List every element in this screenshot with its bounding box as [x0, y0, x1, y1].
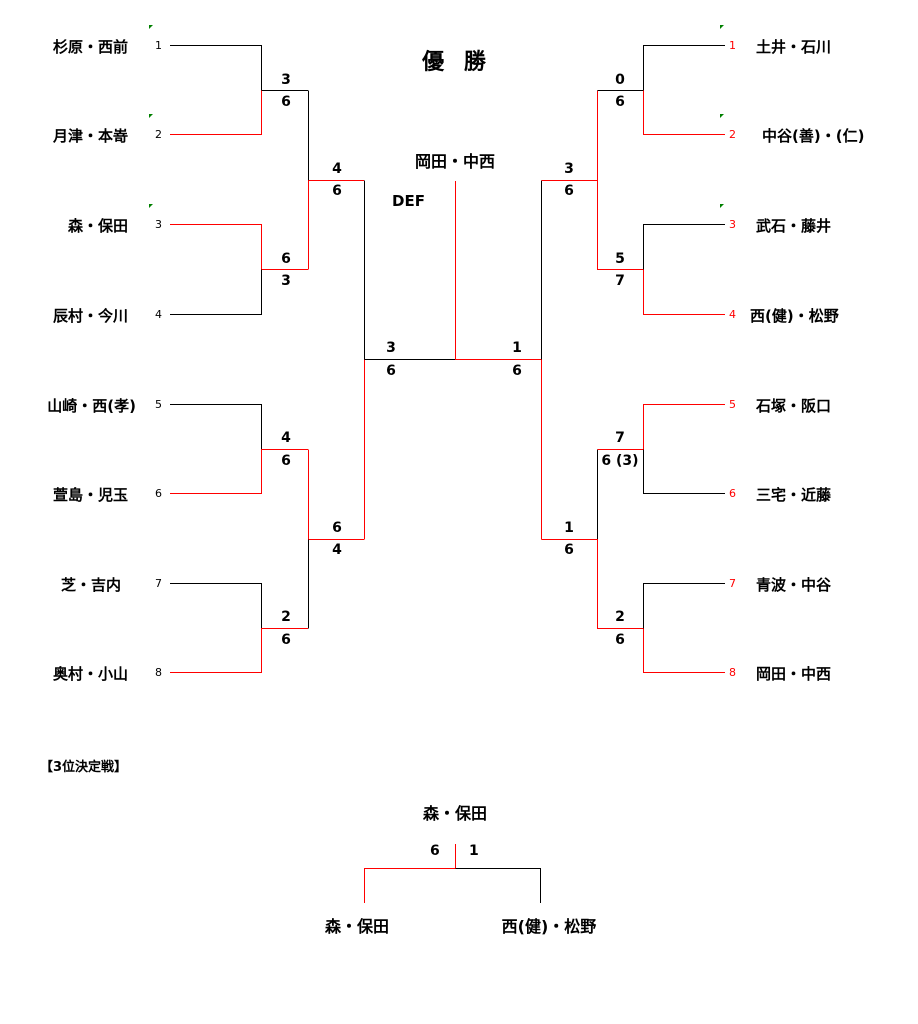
left-seed: 1 [155, 39, 162, 52]
green-corner-marker [149, 25, 153, 29]
line [597, 404, 725, 450]
line [643, 45, 725, 91]
line [643, 583, 725, 629]
third-place-winner: 森・保田 [422, 804, 488, 823]
left-seed: 8 [155, 666, 162, 679]
line [308, 180, 364, 270]
left-seed: 2 [155, 128, 162, 141]
line [170, 45, 308, 91]
score-bottom: 6 [281, 453, 291, 469]
right-seed: 5 [729, 398, 736, 411]
score-top: 7 [615, 430, 625, 446]
third-place-left-team: 森・保田 [324, 917, 390, 936]
third-place-right-score: 1 [469, 843, 479, 859]
score-top: 0 [615, 72, 625, 88]
third-place-right-team: 西(健)・松野 [501, 917, 597, 936]
right-team-name: 西(健)・松野 [750, 307, 839, 325]
score-bottom: 6 [564, 542, 574, 558]
def-label: DEF [392, 192, 425, 210]
right-seed: 1 [729, 39, 736, 52]
left-seed: 7 [155, 577, 162, 590]
green-corner-marker [149, 114, 153, 118]
score-bottom: 6 [615, 632, 625, 648]
score-top: 3 [564, 161, 574, 177]
score-bottom: 6 [332, 183, 342, 199]
line [643, 224, 725, 270]
right-team-name: 石塚・阪口 [756, 397, 832, 415]
line [170, 583, 262, 629]
line [643, 628, 725, 673]
score-bottom: 6 [512, 363, 522, 379]
score-bottom: 4 [332, 542, 342, 558]
right-team-name: 青波・中谷 [756, 576, 832, 594]
green-corner-marker [720, 204, 724, 208]
score-top: 5 [615, 251, 625, 267]
line [170, 628, 308, 673]
score-top: 2 [615, 609, 625, 625]
right-team-name: 岡田・中西 [756, 665, 832, 683]
score-top: 2 [281, 609, 291, 625]
left-team-name: 芝・吉内 [60, 576, 121, 594]
score-bottom: 6 [615, 94, 625, 110]
right-seed: 3 [729, 218, 736, 231]
score-bottom: 3 [281, 273, 291, 289]
score-bottom: 6 [281, 94, 291, 110]
score-top: 3 [386, 340, 396, 356]
score-top: 4 [281, 430, 291, 446]
champion-name: 岡田・中西 [414, 152, 496, 171]
section-heading: 【3位決定戦】 [40, 760, 128, 775]
right-seed: 4 [729, 308, 736, 321]
left-team-name: 辰村・今川 [52, 307, 128, 325]
left-team-name: 森・保田 [67, 217, 128, 235]
left-team-name: 萱島・児玉 [52, 486, 128, 504]
line [597, 180, 643, 270]
left-team-name: 奥村・小山 [52, 665, 128, 683]
left-team-name: 杉原・西前 [52, 38, 128, 56]
line [455, 868, 541, 903]
left-team-name: 山崎・西(孝) [47, 397, 136, 415]
right-team-name: 三宅・近藤 [756, 486, 832, 504]
score-top: 1 [564, 520, 574, 536]
line [170, 449, 308, 494]
right-team-name: 土井・石川 [756, 38, 832, 56]
line [643, 269, 725, 315]
right-team-name: 武石・藤井 [756, 217, 832, 235]
right-seed: 7 [729, 577, 736, 590]
page-title: 優 勝 [422, 50, 492, 75]
line [170, 90, 262, 135]
score-top: 6 [281, 251, 291, 267]
left-seed: 5 [155, 398, 162, 411]
score-top: 3 [281, 72, 291, 88]
right-seed: 6 [729, 487, 736, 500]
line [364, 844, 456, 903]
score-top: 6 [332, 520, 342, 536]
line [170, 269, 262, 315]
third-place-left-score: 6 [430, 843, 440, 859]
right-seed: 8 [729, 666, 736, 679]
left-seed: 4 [155, 308, 162, 321]
right-seed: 2 [729, 128, 736, 141]
score-bottom: 7 [615, 273, 625, 289]
green-corner-marker [720, 25, 724, 29]
line [170, 404, 262, 450]
line [541, 539, 643, 629]
green-corner-marker [720, 114, 724, 118]
left-seed: 3 [155, 218, 162, 231]
score-top: 1 [512, 340, 522, 356]
score-bottom: 6 [564, 183, 574, 199]
score-bottom: 6 [281, 632, 291, 648]
line [643, 449, 725, 494]
line [170, 224, 308, 270]
score-bottom: 6 (3) [601, 453, 639, 469]
score-top: 4 [332, 161, 342, 177]
left-team-name: 月津・本嵜 [52, 127, 128, 145]
left-seed: 6 [155, 487, 162, 500]
green-corner-marker [149, 204, 153, 208]
score-bottom: 6 [386, 363, 396, 379]
right-team-name: 中谷(善)・(仁) [762, 127, 865, 145]
line [643, 90, 725, 135]
